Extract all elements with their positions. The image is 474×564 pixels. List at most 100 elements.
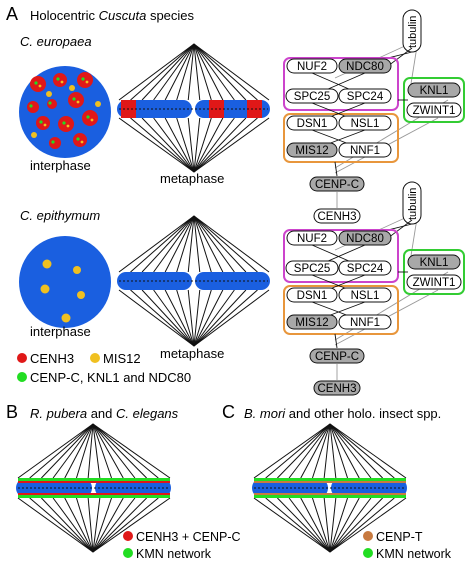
microtubule (92, 423, 113, 479)
tubulin-label: tubulin (407, 188, 419, 220)
ndc80-complex-box (283, 57, 399, 111)
microtubule (92, 497, 113, 553)
nsl1-label: NSL1 (351, 118, 380, 130)
legend-cenpt-label: CENP-T (376, 530, 423, 544)
ndc80-label: NDC80 (346, 233, 384, 245)
metaphase-label-1: metaphase (160, 171, 224, 186)
spc24-label: SPC24 (347, 263, 384, 275)
mis12-dot (60, 80, 64, 84)
cenh3-label: CENH3 (318, 383, 357, 395)
dsn1-node (286, 287, 338, 303)
microtubule (164, 43, 195, 101)
legend-cenh3-dot (17, 353, 27, 363)
metaphase-spindle-europaea (118, 43, 270, 173)
zwint1-label: ZWINT1 (413, 105, 456, 117)
nsl1-label: NSL1 (351, 290, 380, 302)
nnf1-node (338, 142, 392, 158)
interphase-label-1: interphase (30, 158, 91, 173)
legend-mis12-dot (90, 353, 100, 363)
mis12-node (286, 142, 338, 158)
legend-cenh3-cenpc-label: CENH3 + CENP-C (136, 530, 241, 544)
microtubule (193, 117, 235, 173)
microtubule (92, 423, 159, 479)
cenh3-focus (53, 73, 67, 87)
microtubule (329, 423, 383, 479)
mis12-focus (46, 91, 52, 97)
microtubule (265, 497, 331, 553)
microtubule (17, 423, 94, 479)
mis12-label: MIS12 (295, 145, 328, 157)
microtubule (329, 497, 383, 553)
microtubule (193, 289, 224, 347)
microtubule (87, 423, 94, 479)
nuf2-label: NUF2 (297, 233, 327, 245)
microtubule (130, 43, 195, 101)
microtubule (92, 423, 124, 479)
cenpt-stripe-bottom (254, 493, 406, 495)
spc24-node (338, 88, 392, 104)
microtubule (193, 117, 258, 173)
microtubule (92, 423, 136, 479)
microtubule (92, 497, 124, 553)
cenh3-focus (58, 116, 74, 132)
microtubule (141, 215, 195, 273)
microtubule (329, 423, 349, 479)
knl1-node (407, 82, 461, 98)
spc24-label: SPC24 (347, 91, 384, 103)
cenpc-node (309, 348, 365, 364)
nnf1-label: NNF1 (350, 145, 380, 157)
microtubule (193, 117, 201, 173)
panel-c-title: B. mori and other holo. insect spp. (244, 406, 441, 421)
microtubule (41, 423, 94, 479)
centromere-foci (27, 72, 101, 149)
microtubule (193, 43, 224, 101)
microtubule (193, 117, 212, 173)
interphase-label-2: interphase (30, 324, 91, 339)
microtubule (277, 423, 331, 479)
microtubule (41, 497, 94, 553)
legend-kmn-dot (17, 372, 27, 382)
mis12-dot (66, 124, 70, 128)
microtubule (288, 497, 331, 553)
cenpc-label: CENP-C (315, 179, 359, 191)
microtubule (329, 423, 395, 479)
metaphase-label-2: metaphase (160, 346, 224, 361)
species-europaea-label: C. europaea (20, 34, 92, 49)
microtubule (193, 43, 247, 101)
microtubule (329, 497, 372, 553)
microtubule (130, 117, 195, 173)
microtubule (92, 423, 171, 479)
nuf2-node (286, 58, 338, 74)
microtubule (176, 43, 195, 101)
legend-kmn-label: KMN network (376, 547, 452, 561)
panel-a-title: Holocentric Cuscuta species (30, 8, 195, 23)
legend-cenh3-label: CENH3 (30, 351, 74, 366)
microtubule (187, 289, 195, 347)
microtubule (193, 117, 247, 173)
cenh3-focus (30, 76, 46, 92)
legend-panel-c: CENP-T KMN network (363, 530, 452, 561)
microtubule (29, 497, 94, 553)
microtubule (329, 497, 407, 553)
microtubule (193, 215, 212, 273)
microtubule (176, 289, 195, 347)
cenh3-label: CENH3 (318, 211, 357, 223)
dsn1-label: DSN1 (297, 118, 328, 130)
knl1-node (407, 254, 461, 270)
microtubule (193, 43, 235, 101)
cenh3-node (313, 208, 361, 224)
microtubule (265, 423, 331, 479)
microtubule (29, 423, 94, 479)
cenh3-focus (27, 101, 39, 113)
panel-b-letter: B (6, 402, 18, 422)
microtubule (118, 43, 195, 101)
cenh3-node (313, 380, 361, 396)
cenh3-focus (68, 92, 84, 108)
microtubule (329, 423, 337, 479)
mis12-focus (31, 132, 37, 138)
dsn1-node (286, 115, 338, 131)
interaction-edge (334, 333, 338, 349)
kmn-dot (34, 81, 38, 85)
legend-mis12-label: MIS12 (103, 351, 141, 366)
spc25-node (285, 88, 339, 104)
